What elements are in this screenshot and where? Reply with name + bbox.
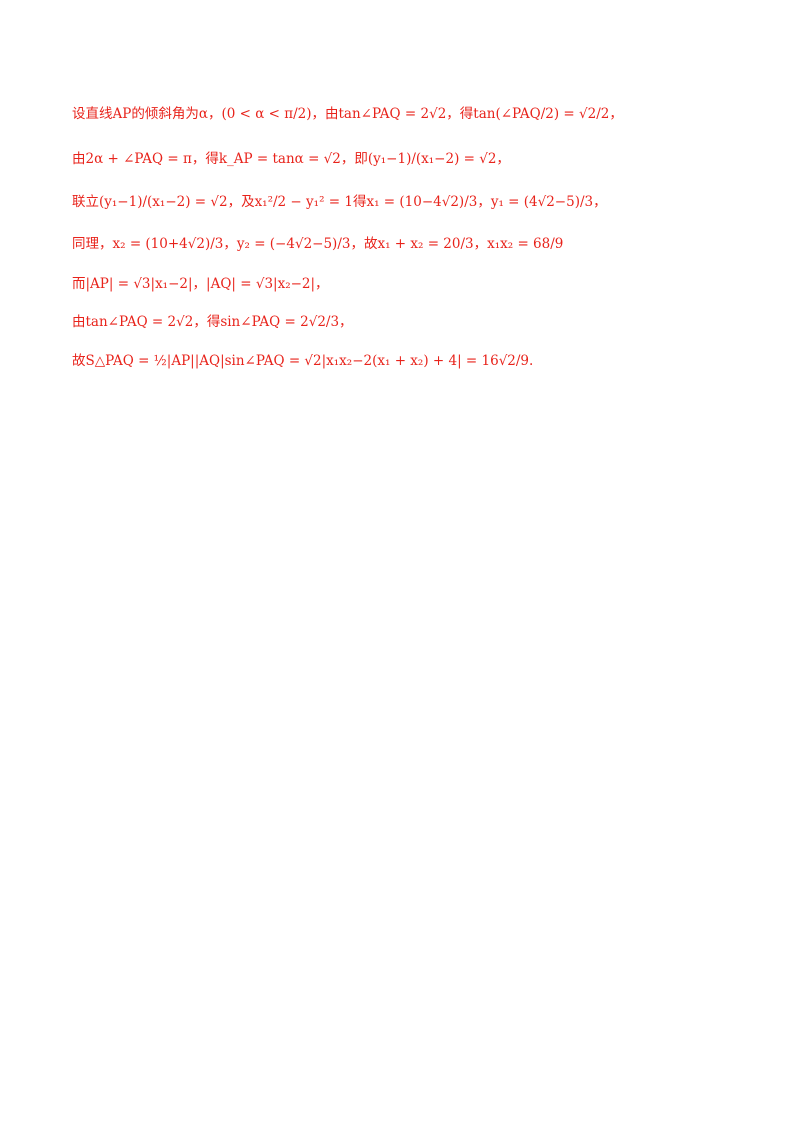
solution-line-2: 由2α + ∠PAQ = π，得k_AP = tanα = √2，即(y₁−1)…: [72, 151, 510, 167]
solution-line-6: 由tan∠PAQ = 2√2，得sin∠PAQ = 2√2/3，: [72, 314, 353, 330]
solution-line-3: 联立(y₁−1)/(x₁−2) = √2，及x₁²/2 − y₁² = 1得x₁…: [72, 194, 607, 210]
solution-line-5: 而|AP| = √3|x₁−2|，|AQ| = √3|x₂−2|，: [72, 276, 329, 292]
solution-line-4: 同理，x₂ = (10+4√2)/3，y₂ = (−4√2−5)/3，故x₁ +…: [72, 236, 564, 252]
solution-line-7: 故S△PAQ = ½|AP||AQ|sin∠PAQ = √2|x₁x₂−2(x₁…: [72, 353, 534, 369]
solution-line-1: 设直线AP的倾斜角为α，(0 < α < π/2)，由tan∠PAQ = 2√2…: [72, 106, 623, 122]
